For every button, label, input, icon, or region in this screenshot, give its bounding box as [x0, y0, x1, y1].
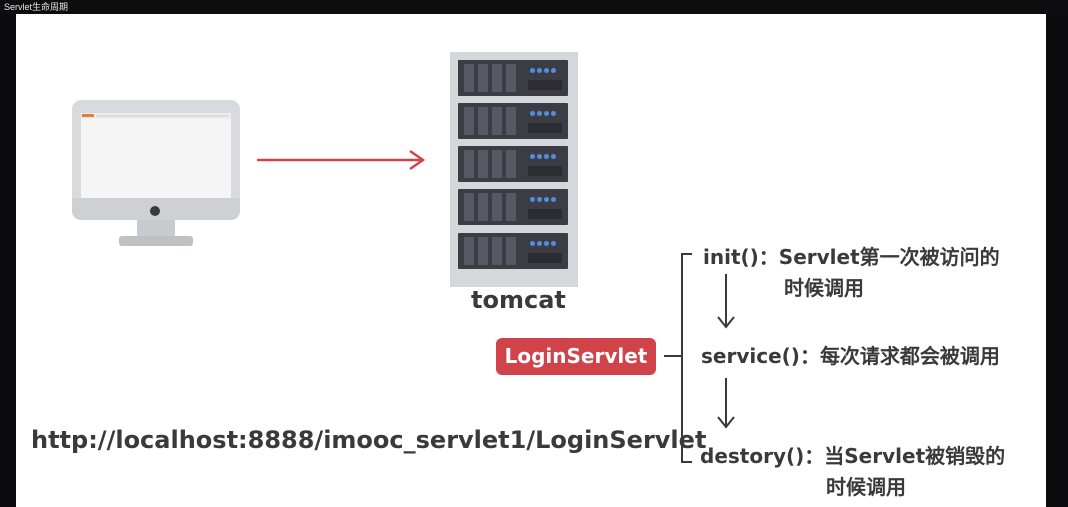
drive-slot: [464, 107, 474, 135]
init-desc-line1: Servlet第一次被访问的: [778, 245, 1000, 269]
led-icon: [530, 111, 535, 116]
led-icon: [551, 241, 556, 246]
drive-slot: [492, 64, 502, 92]
destory-step: destory()：当Servlet被销毁的: [700, 440, 1005, 469]
unit-vent: [528, 209, 562, 219]
drive-slot: [506, 193, 516, 221]
monitor-screen: [81, 113, 231, 199]
unit-vent: [528, 123, 562, 133]
drive-slot: [506, 107, 516, 135]
init-desc-line2: 时候调用: [784, 276, 864, 300]
led-icon: [551, 154, 556, 159]
led-icon: [537, 154, 542, 159]
init-step: init()：Servlet第一次被访问的: [703, 241, 1000, 270]
led-icon: [544, 241, 549, 246]
down-arrow-1: [717, 274, 735, 329]
monitor-power-dot: [150, 206, 160, 216]
led-icon: [551, 111, 556, 116]
server-label: tomcat: [471, 286, 566, 314]
status-leds: [530, 111, 560, 116]
drive-slot: [492, 150, 502, 178]
led-icon: [551, 68, 556, 73]
drive-slot: [506, 150, 516, 178]
request-url: http://localhost:8888/imooc_servlet1/Log…: [31, 426, 707, 454]
drive-slot: [506, 64, 516, 92]
led-icon: [551, 197, 556, 202]
drive-slot: [478, 237, 488, 265]
destory-desc-line2: 时候调用: [826, 475, 906, 499]
server-unit: [458, 103, 568, 139]
login-servlet-badge: LoginServlet: [496, 338, 656, 375]
service-separator: ：: [799, 344, 820, 368]
service-method: service(): [701, 344, 800, 368]
monitor-foot: [119, 236, 193, 246]
drive-slot: [492, 237, 502, 265]
window-title: Servlet生命周期: [0, 0, 1068, 14]
lifecycle-bracket: [664, 253, 692, 463]
unit-vent: [528, 253, 562, 263]
browser-tab: [82, 114, 94, 117]
server-unit: [458, 146, 568, 182]
unit-vent: [528, 166, 562, 176]
led-icon: [530, 241, 535, 246]
drive-slot: [478, 193, 488, 221]
drive-slot: [464, 193, 474, 221]
led-icon: [537, 241, 542, 246]
destory-desc-line1: 当Servlet被销毁的: [824, 444, 1006, 468]
led-icon: [544, 197, 549, 202]
monitor-neck: [137, 220, 175, 236]
led-icon: [537, 68, 542, 73]
unit-vent: [528, 80, 562, 90]
request-arrow: [257, 149, 426, 171]
server-unit: [458, 233, 568, 269]
drive-slot: [492, 107, 502, 135]
led-icon: [530, 197, 535, 202]
drive-slot: [506, 237, 516, 265]
status-leds: [530, 154, 560, 159]
init-separator: ：: [758, 245, 779, 269]
drive-slot: [464, 237, 474, 265]
led-icon: [537, 111, 542, 116]
drive-slot: [464, 64, 474, 92]
drive-slot: [478, 64, 488, 92]
status-leds: [530, 68, 560, 73]
status-leds: [530, 241, 560, 246]
destory-separator: ：: [804, 444, 825, 468]
drive-slot: [478, 107, 488, 135]
browser-url-bar: [96, 115, 228, 117]
led-icon: [544, 111, 549, 116]
destory-method: destory(): [700, 444, 805, 468]
led-icon: [537, 197, 542, 202]
service-step: service()：每次请求都会被调用: [701, 340, 1000, 369]
led-icon: [530, 68, 535, 73]
server-unit: [458, 60, 568, 96]
led-icon: [544, 154, 549, 159]
init-method: init(): [703, 245, 759, 269]
led-icon: [530, 154, 535, 159]
server-unit: [458, 189, 568, 225]
down-arrow-2: [717, 378, 735, 429]
status-leds: [530, 197, 560, 202]
right-edge: [1046, 14, 1068, 507]
drive-slot: [464, 150, 474, 178]
drive-slot: [478, 150, 488, 178]
led-icon: [544, 68, 549, 73]
service-desc: 每次请求都会被调用: [819, 344, 1000, 368]
drive-slot: [492, 193, 502, 221]
